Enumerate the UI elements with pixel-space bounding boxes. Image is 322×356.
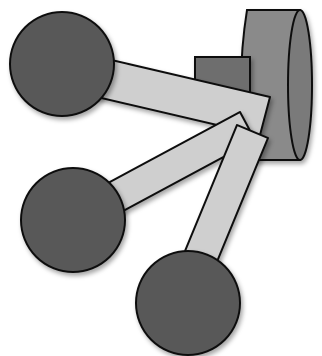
atom-middle-left	[21, 168, 125, 272]
atom-top-left	[10, 12, 114, 116]
atom-bottom	[136, 251, 240, 355]
hub-cylinder-face	[288, 10, 312, 160]
